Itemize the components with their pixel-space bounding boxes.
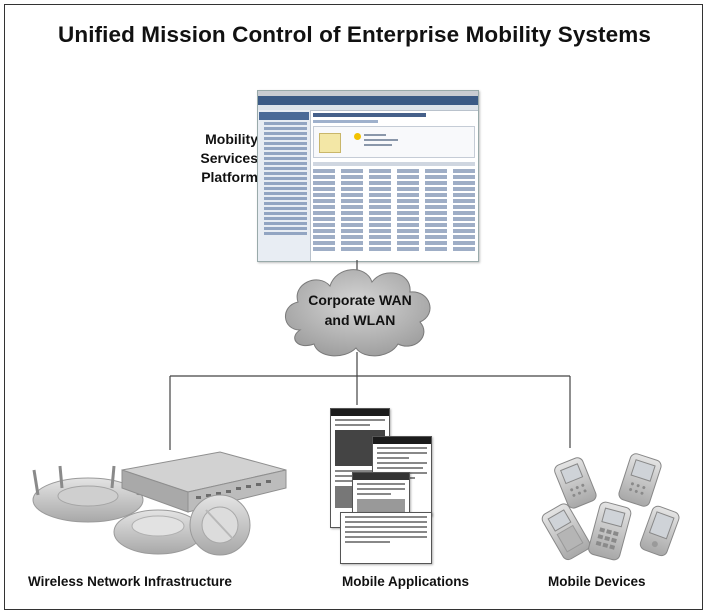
infrastructure-label: Wireless Network Infrastructure [28, 574, 232, 589]
devices-label: Mobile Devices [548, 574, 646, 589]
applications-label: Mobile Applications [342, 574, 470, 589]
platform-screenshot [257, 90, 479, 262]
platform-label: Mobility Services Platform [158, 130, 258, 187]
platform-label-line-3: Platform [201, 169, 258, 185]
platform-label-line-2: Services [200, 150, 258, 166]
platform-label-line-1: Mobility [205, 131, 258, 147]
app-screenshot-list [340, 512, 432, 564]
cloud-label-line-1: Corporate WAN [308, 292, 412, 308]
cloud-label-line-2: and WLAN [324, 312, 396, 328]
cloud-label: Corporate WAN and WLAN [290, 290, 430, 330]
diagram-title: Unified Mission Control of Enterprise Mo… [58, 22, 651, 47]
